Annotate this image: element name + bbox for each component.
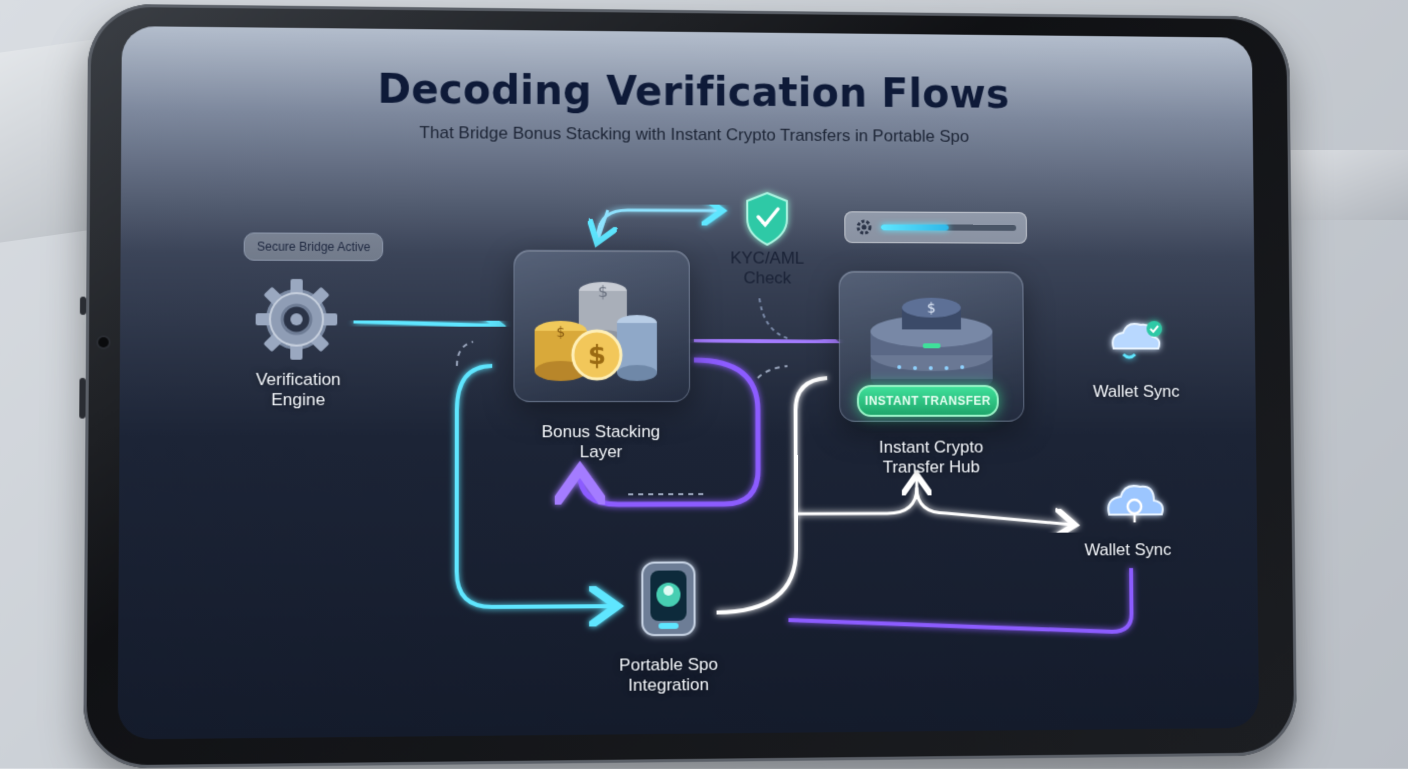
tablet-camera (98, 337, 108, 347)
progress-track (881, 224, 1016, 231)
flow-kyc-to-hub (759, 298, 787, 338)
svg-text:$: $ (588, 341, 606, 371)
device-icon (642, 562, 694, 635)
tablet-frame: Decoding Verification Flows That Bridge … (83, 4, 1297, 769)
flow-device-to-hub (716, 378, 828, 613)
verification-engine-line1: Verification (227, 370, 370, 390)
cloud-check-icon (1113, 321, 1163, 358)
svg-text:$: $ (598, 282, 608, 301)
settings-icon (855, 218, 873, 236)
transfer-hub-label: Instant Crypto Transfer Hub (839, 438, 1022, 478)
kyc-check-line2: Check (708, 268, 827, 288)
bonus-stacking-label: Bonus Stacking Layer (507, 422, 694, 462)
flow-hub-to-wallet-bottom (796, 487, 1072, 526)
tablet-screen: Decoding Verification Flows That Bridge … (118, 26, 1259, 739)
bonus-stacking-card[interactable]: $ $ $ (513, 250, 690, 402)
svg-text:$: $ (927, 301, 936, 317)
kyc-check-label: KYC/AML Check (708, 248, 827, 288)
flow-wallet-to-device (788, 568, 1131, 634)
tablet-side-button (80, 297, 86, 315)
wallet-sync-bottom-label: Wallet Sync (1064, 540, 1191, 560)
flow-dashed-hub (758, 366, 788, 378)
flow-dashed-left (457, 342, 473, 366)
portable-spo-line2: Integration (588, 675, 749, 697)
progress-fill (881, 224, 949, 230)
transfer-hub-line1: Instant Crypto (839, 438, 1022, 458)
gear-icon (255, 279, 337, 360)
flow-bonus-kyc-loop (598, 210, 720, 238)
transfer-hub-line2: Transfer Hub (839, 457, 1022, 477)
bonus-stacking-line2: Layer (507, 442, 694, 462)
wallet-sync-top-label: Wallet Sync (1073, 382, 1200, 402)
bonus-stacking-line1: Bonus Stacking (507, 422, 694, 442)
tablet-volume-button (79, 378, 85, 419)
progress-widget[interactable] (844, 211, 1027, 243)
portable-spo-line1: Portable Spo (588, 655, 749, 676)
verification-engine-line2: Engine (227, 390, 370, 410)
cloud-link-icon (1108, 486, 1163, 523)
shield-check-icon (747, 193, 787, 245)
flow-bonus-to-hub (694, 340, 829, 342)
portable-spo-label: Portable Spo Integration (588, 655, 749, 697)
instant-transfer-badge[interactable]: INSTANT TRANSFER (857, 385, 999, 417)
coin-stack-icon: $ $ $ (514, 251, 689, 401)
svg-text:$: $ (556, 325, 565, 341)
verification-engine-label: Verification Engine (227, 370, 370, 411)
flow-engine-to-bonus (354, 321, 496, 325)
kyc-check-line1: KYC/AML (708, 248, 827, 268)
